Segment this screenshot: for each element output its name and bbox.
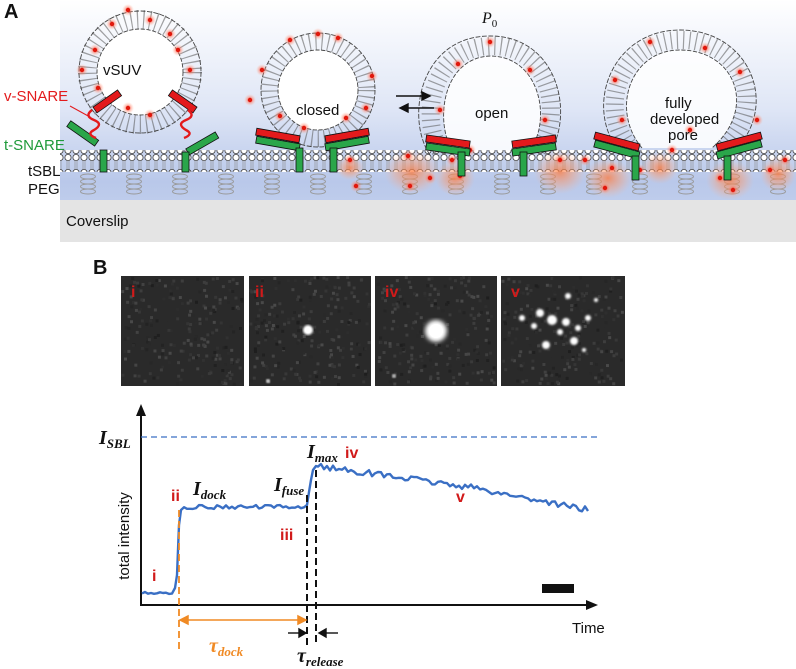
pore-label-line2: developed <box>650 111 719 128</box>
frame-iv <box>375 276 497 386</box>
intensity-trace-plot: ISBL Idock Ifuse Imax i ii iii iv v tota… <box>98 404 605 669</box>
open-label: open <box>475 105 508 122</box>
tau-dock-label: τdock <box>209 635 244 659</box>
pore-label-line3: pore <box>668 127 698 144</box>
frame-i-label: i <box>131 284 135 301</box>
t-snare-label: t-SNARE <box>4 137 65 154</box>
vesicle-pore <box>603 29 757 157</box>
v-snare-pointer <box>69 105 91 118</box>
frame-v <box>501 276 625 386</box>
vesicle-closed <box>260 32 376 148</box>
equilibrium-arrows <box>396 90 434 114</box>
microscopy-frames: i ii iv v <box>121 276 625 386</box>
trace-label-iv: iv <box>345 445 358 462</box>
i-sbl-label: ISBL <box>98 427 131 451</box>
panel-a: A vSUV v-SNARE t-SNARE tSBL PEG Coversli… <box>4 0 796 242</box>
y-axis-label: total intensity <box>116 492 133 580</box>
x-axis-label: Time <box>572 620 605 637</box>
i-max-label: Imax <box>306 441 338 465</box>
panel-b: B <box>93 257 625 669</box>
v-snare-label: v-SNARE <box>4 88 68 105</box>
intensity-trace <box>141 462 590 596</box>
peg-label: PEG <box>28 181 60 198</box>
frame-ii-label: ii <box>255 284 264 301</box>
frame-i <box>121 276 244 386</box>
frame-iv-label: iv <box>385 284 398 301</box>
pore-label-line1: fully <box>665 95 692 112</box>
i-dock-label: Idock <box>192 478 227 502</box>
frame-v-label: v <box>511 284 520 301</box>
panel-b-letter: B <box>93 257 107 279</box>
p0-label: P0 <box>481 10 498 30</box>
vsuv-label: vSUV <box>103 62 141 79</box>
trace-label-v: v <box>456 489 465 506</box>
trace-label-ii: ii <box>171 488 180 505</box>
tsbl-label: tSBL <box>28 163 61 180</box>
i-fuse-label: Ifuse <box>273 474 304 498</box>
coverslip-label: Coverslip <box>66 213 129 230</box>
tau-dock-arrow <box>178 614 308 626</box>
trace-label-iii: iii <box>280 527 293 544</box>
released-dye-glow <box>336 150 796 200</box>
tau-release-arrows <box>288 627 338 639</box>
y-axis-arrow <box>136 404 146 416</box>
coverslip <box>60 200 796 242</box>
snare-proteins <box>66 89 763 181</box>
tau-release-label: τrelease <box>297 645 344 669</box>
time-scale-bar <box>542 584 574 593</box>
closed-label: closed <box>296 102 339 119</box>
x-axis-arrow <box>586 600 598 610</box>
panel-a-letter: A <box>4 1 18 23</box>
frame-ii <box>249 276 371 386</box>
trace-label-i: i <box>152 568 156 585</box>
